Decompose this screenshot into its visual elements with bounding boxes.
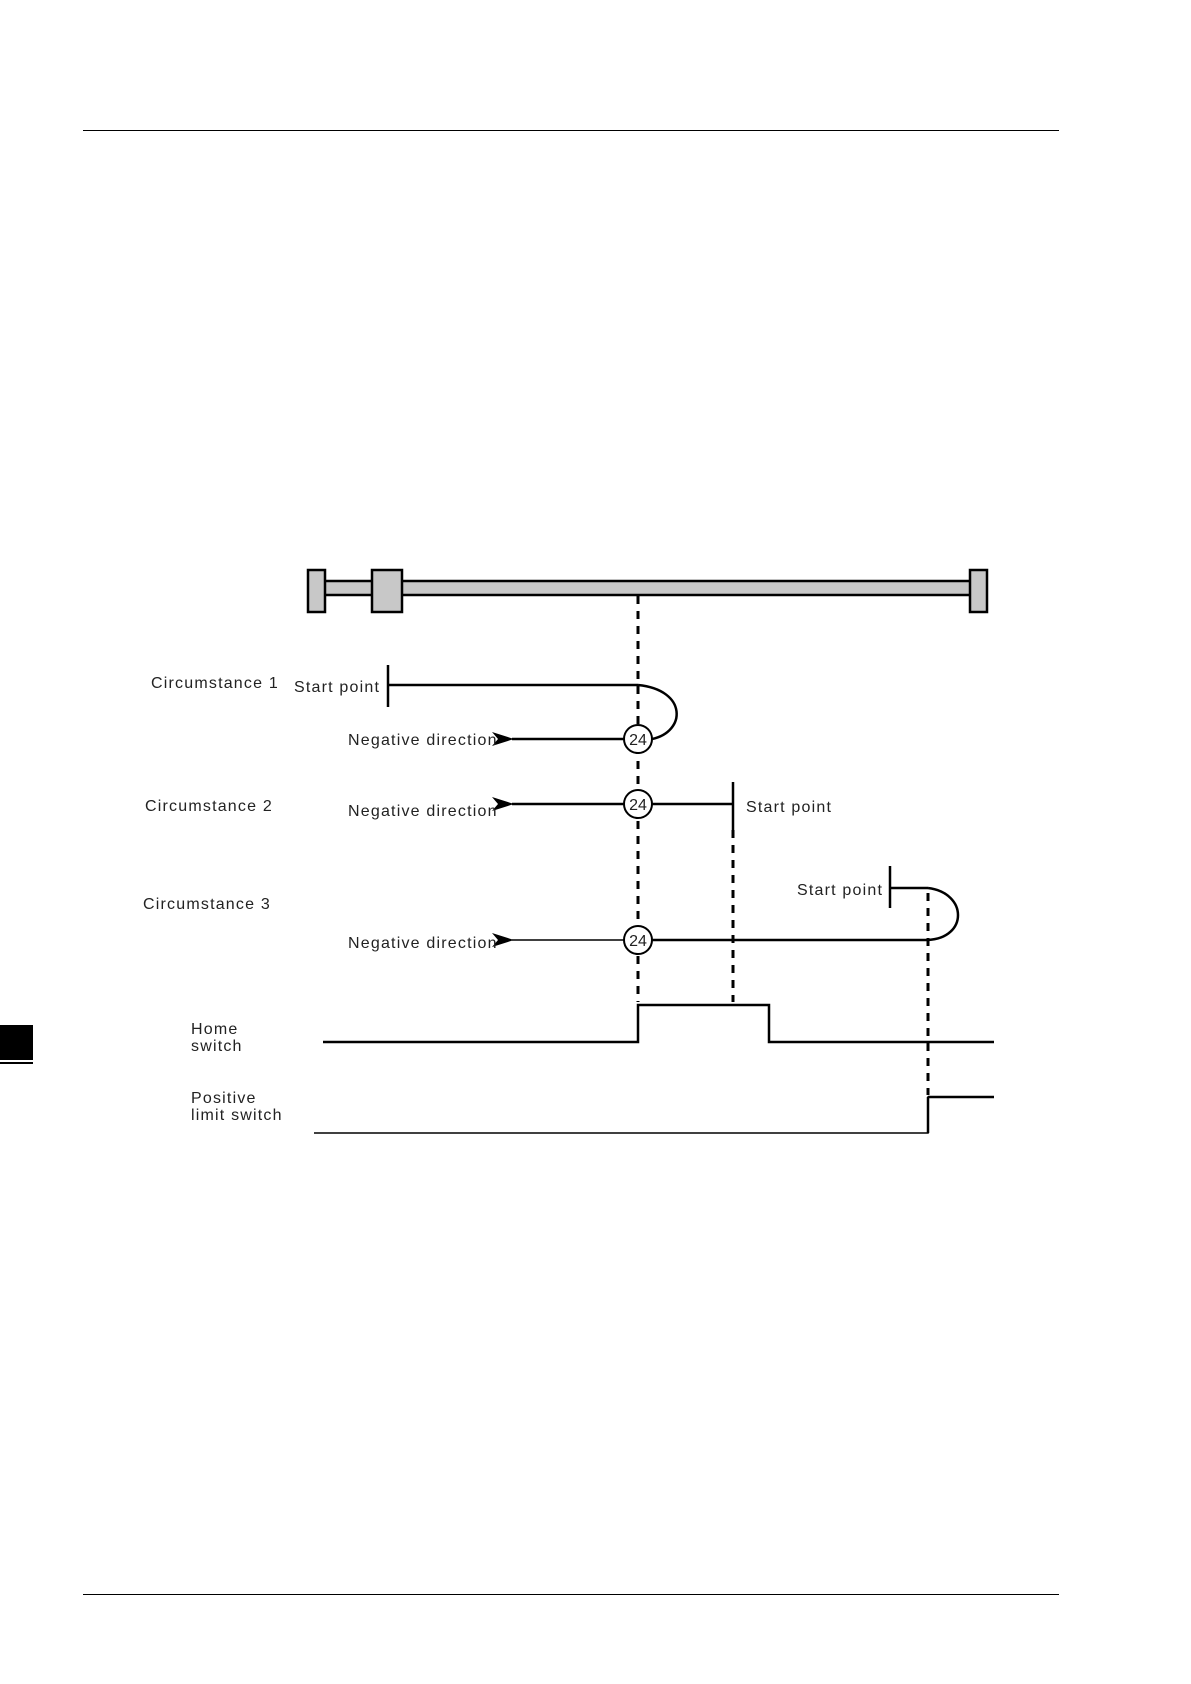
rail-left-end-stop [308, 570, 325, 612]
circumstance-1-label: Circumstance 1 [151, 675, 279, 692]
home-switch-signal [323, 1005, 994, 1042]
dotted-guides [638, 596, 928, 1095]
home-marker-3-label: 24 [629, 933, 647, 950]
rail-bar [318, 581, 972, 595]
negative-direction-label-2: Negative direction [348, 803, 498, 820]
positive-limit-switch-signal [314, 1097, 994, 1133]
home-switch-label-line-2: switch [191, 1038, 243, 1055]
circumstance-2-path [512, 782, 733, 830]
circumstance-3-path [512, 866, 958, 940]
positive-limit-switch-label-line-1: Positive [191, 1090, 257, 1107]
home-marker-1-label: 24 [629, 732, 647, 749]
positive-limit-switch-label-line-2: limit switch [191, 1107, 283, 1124]
home-marker-3: 24 [624, 926, 652, 954]
reverse-loop-3 [928, 888, 958, 940]
negative-direction-label-1: Negative direction [348, 732, 498, 749]
start-point-label-1: Start point [294, 679, 380, 696]
home-marker-1: 24 [624, 725, 652, 753]
start-point-label-2: Start point [746, 799, 832, 816]
circumstance-2-label: Circumstance 2 [145, 798, 273, 815]
home-switch-label-line-1: Home [191, 1021, 238, 1038]
rail-carriage [372, 570, 402, 612]
home-marker-2: 24 [624, 790, 652, 818]
home-marker-2-label: 24 [629, 797, 647, 814]
negative-direction-label-3: Negative direction [348, 935, 498, 952]
circumstance-3-label: Circumstance 3 [143, 896, 271, 913]
start-point-label-3: Start point [797, 882, 883, 899]
linear-axis-rail [308, 570, 987, 612]
rail-right-end-stop [970, 570, 987, 612]
